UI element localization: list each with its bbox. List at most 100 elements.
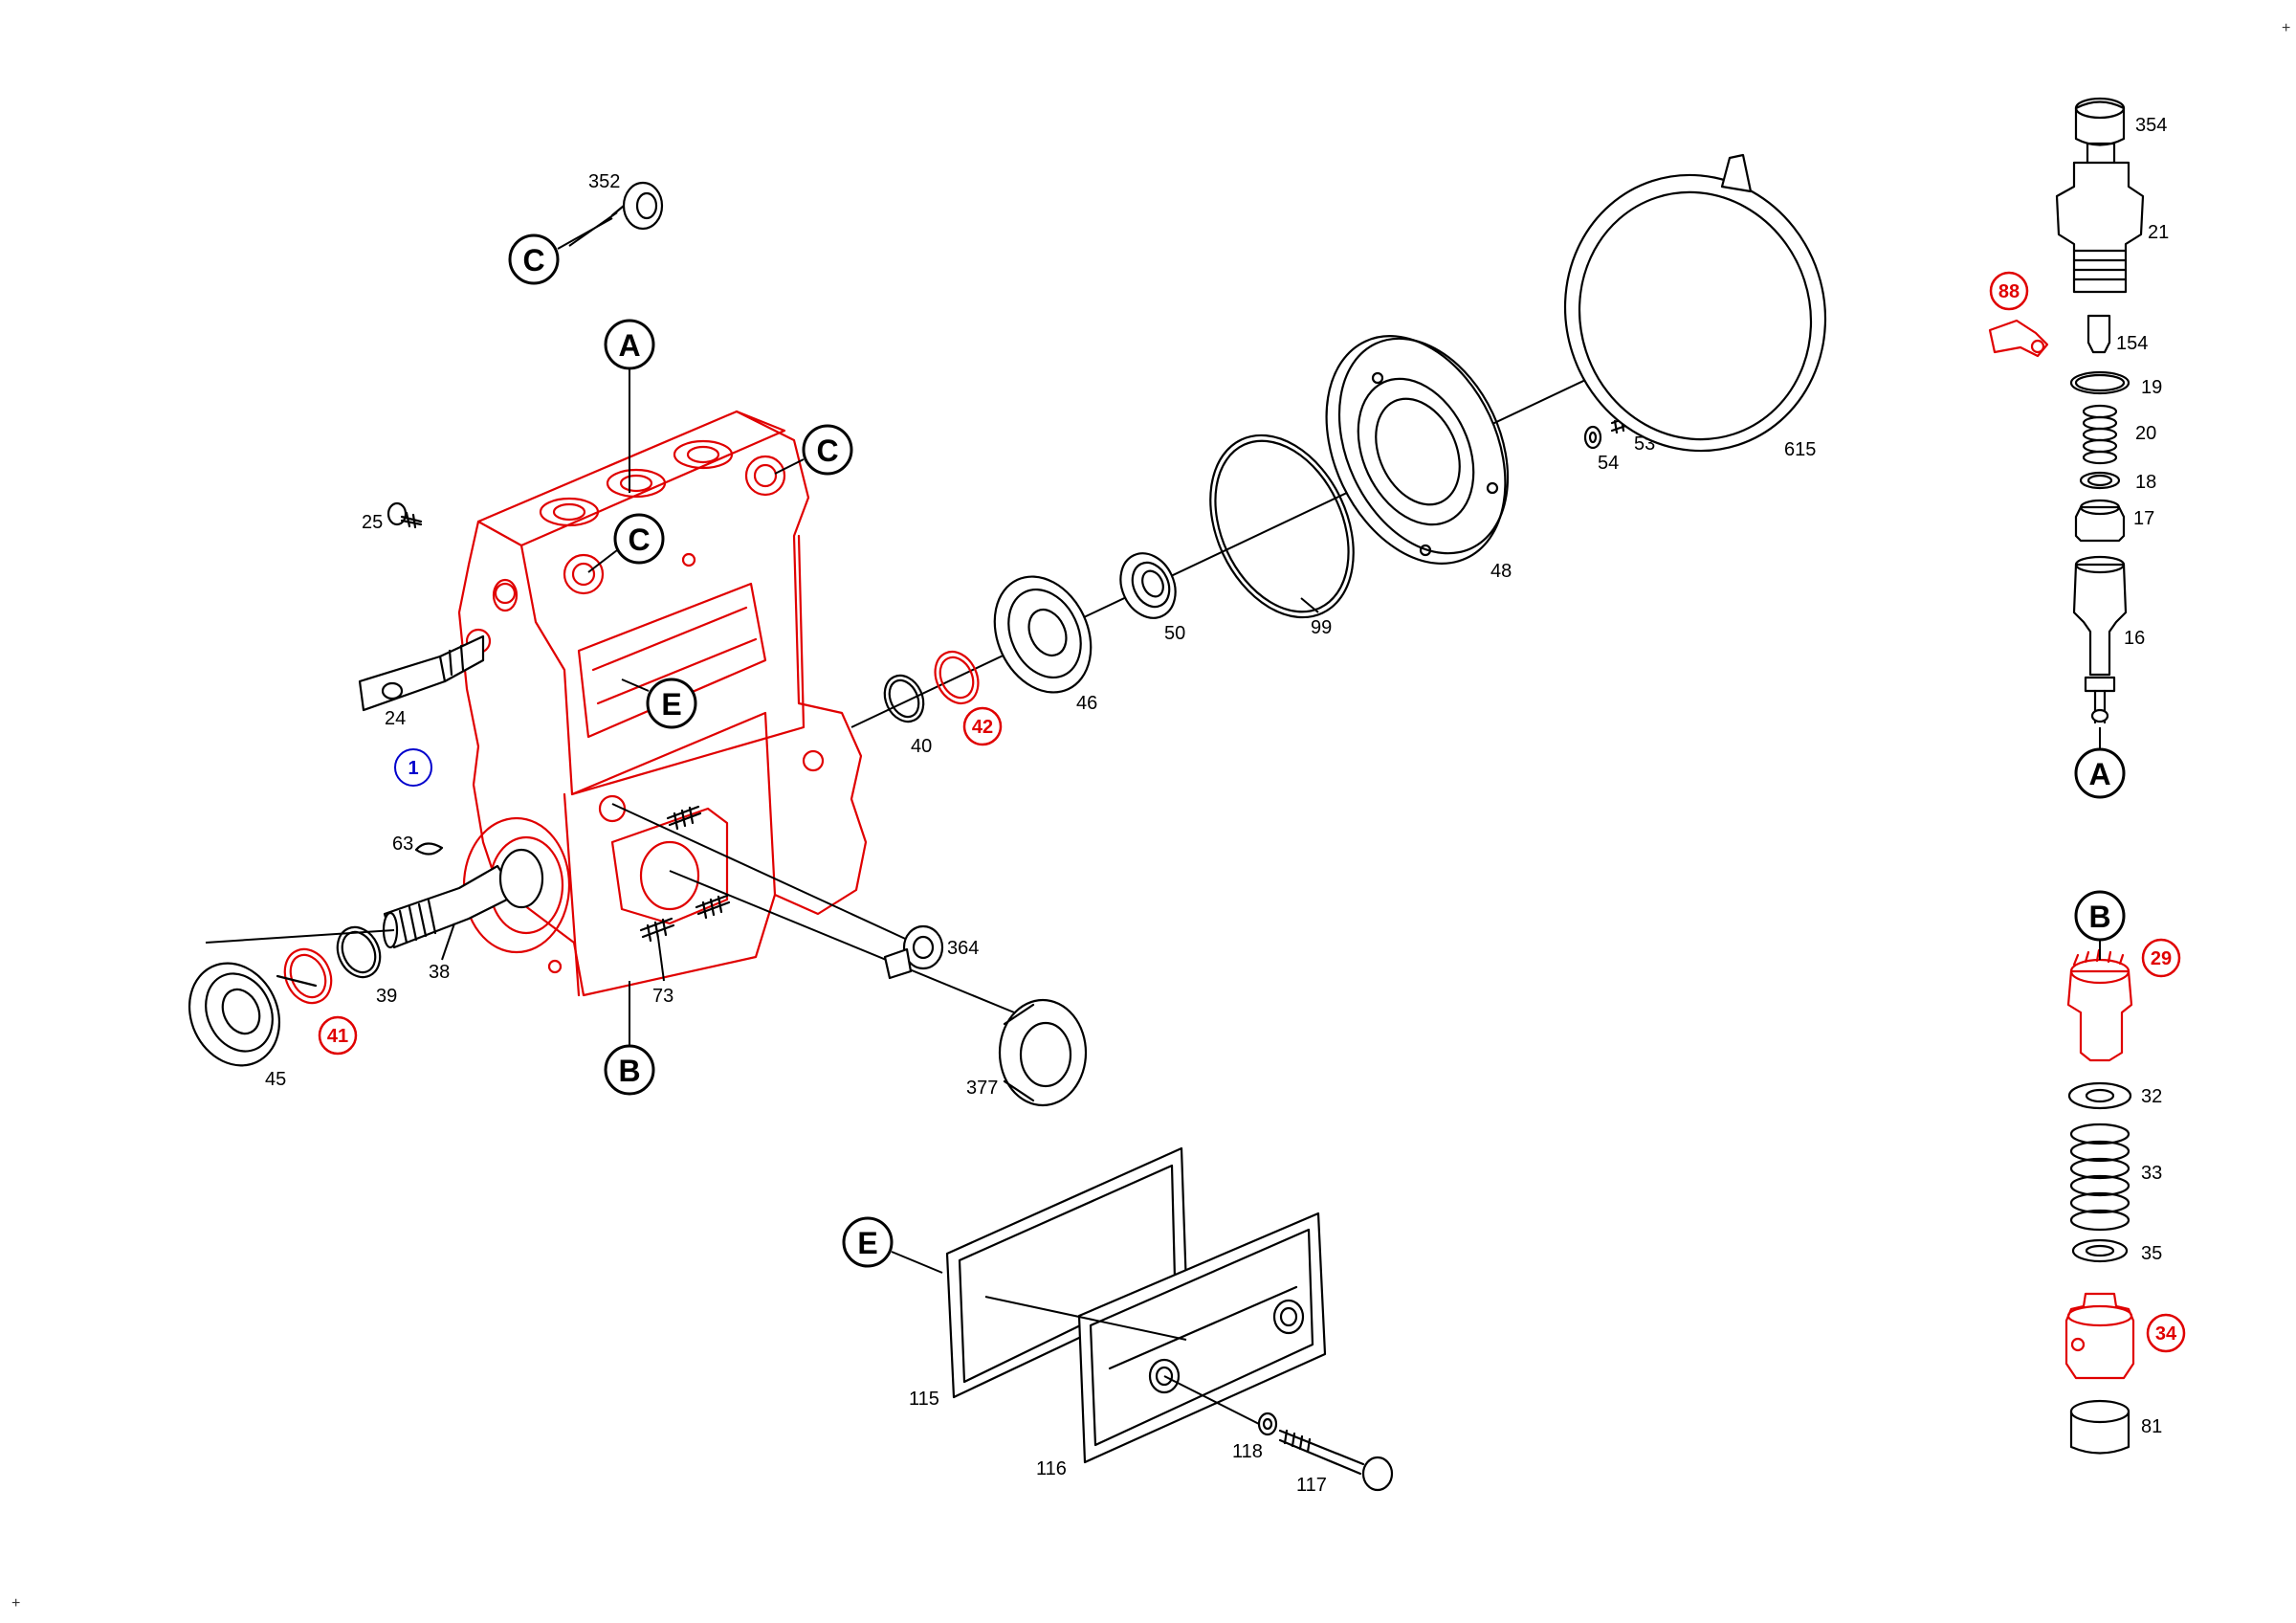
ref-e-main[interactable]: E [646, 678, 697, 729]
ref-b-main-label: B [618, 1054, 640, 1088]
part-54-washer[interactable] [1583, 425, 1602, 450]
ref-e-main-label: E [661, 687, 681, 722]
part-354-cap[interactable] [2074, 97, 2126, 146]
part-118-washer[interactable] [1257, 1412, 1278, 1436]
ref-b-right[interactable]: B [2074, 890, 2126, 942]
ref-c-mid[interactable]: C [613, 513, 665, 565]
label-29: 29 [2151, 948, 2172, 969]
part-24-lever[interactable] [358, 634, 485, 712]
callout-88[interactable]: 88 [1989, 271, 2029, 311]
part-39-circlip[interactable] [330, 921, 388, 985]
part-38-shaft[interactable] [382, 848, 544, 949]
part-48-flange[interactable] [1292, 307, 1540, 592]
label-41: 41 [327, 1026, 348, 1047]
label-154: 154 [2116, 333, 2148, 354]
part-377-cap[interactable] [998, 998, 1088, 1107]
callout-29[interactable]: 29 [2141, 938, 2181, 978]
label-99: 99 [1311, 617, 1332, 638]
part-117-screw[interactable] [1278, 1429, 1394, 1492]
part-88-clip[interactable] [1988, 319, 2049, 358]
label-48: 48 [1490, 561, 1512, 582]
part-21-holder[interactable] [2055, 142, 2145, 294]
ref-c-right[interactable]: C [802, 424, 853, 476]
label-118: 118 [1232, 1441, 1263, 1462]
part-45-bearing[interactable] [173, 948, 318, 1080]
part-99-oring[interactable] [1182, 412, 1381, 641]
label-34: 34 [2155, 1323, 2177, 1345]
label-45: 45 [265, 1069, 286, 1090]
part-34-element[interactable] [2064, 1292, 2135, 1380]
part-17-valve-seat[interactable] [2074, 499, 2126, 543]
corner-mark-bottom-left: + [11, 1595, 20, 1612]
part-32-spring-seat[interactable] [2067, 1081, 2132, 1110]
label-21: 21 [2148, 222, 2169, 243]
corner-mark-top-right: + [2282, 20, 2290, 36]
label-1: 1 [408, 758, 418, 779]
ref-b-right-label: B [2088, 900, 2110, 934]
part-16-plunger[interactable] [2072, 555, 2128, 724]
part-20-spring[interactable] [2082, 404, 2118, 465]
ref-a-right-label: A [2088, 757, 2110, 791]
label-38: 38 [429, 962, 450, 983]
part-29-control-sleeve[interactable] [2066, 948, 2133, 1062]
part-73-studs[interactable] [639, 805, 731, 943]
label-46: 46 [1076, 693, 1097, 714]
label-24: 24 [385, 708, 406, 729]
part-364-washer[interactable] [883, 924, 944, 980]
label-17: 17 [2133, 508, 2154, 529]
ref-e-detail-label: E [857, 1226, 877, 1260]
ref-a-right[interactable]: A [2074, 747, 2126, 799]
callout-34[interactable]: 34 [2146, 1313, 2186, 1353]
part-33-spring[interactable] [2069, 1123, 2130, 1232]
part-40-circlip[interactable] [877, 669, 931, 727]
label-20: 20 [2135, 423, 2156, 444]
ref-b-main[interactable]: B [604, 1044, 655, 1096]
label-32: 32 [2141, 1086, 2162, 1107]
ref-a-main-label: A [618, 328, 640, 363]
ref-c-right-label: C [816, 434, 838, 468]
label-33: 33 [2141, 1163, 2162, 1184]
label-54: 54 [1598, 453, 1619, 474]
callout-41[interactable]: 41 [318, 1015, 358, 1056]
label-117: 117 [1296, 1475, 1327, 1496]
label-116: 116 [1036, 1458, 1067, 1479]
label-42: 42 [972, 717, 993, 738]
ref-c-mid-label: C [628, 522, 650, 557]
part-615-cover[interactable] [1530, 141, 1861, 484]
label-364: 364 [947, 938, 979, 959]
label-615: 615 [1784, 439, 1816, 460]
part-42-ring[interactable] [927, 645, 986, 711]
label-377: 377 [966, 1078, 998, 1099]
label-40: 40 [911, 736, 932, 757]
label-352: 352 [588, 171, 620, 192]
part-116-cover[interactable] [1077, 1212, 1327, 1464]
label-115: 115 [909, 1389, 939, 1410]
part-50-seal[interactable] [1111, 545, 1186, 627]
ref-e-detail[interactable]: E [842, 1216, 894, 1268]
label-19: 19 [2141, 377, 2162, 398]
label-81: 81 [2141, 1416, 2162, 1437]
part-25-screw[interactable] [386, 501, 423, 529]
part-81-tappet[interactable] [2069, 1399, 2130, 1455]
label-18: 18 [2135, 472, 2156, 493]
part-63-key[interactable] [414, 842, 444, 856]
label-73: 73 [652, 986, 673, 1007]
ref-c-top-label: C [522, 243, 544, 278]
label-35: 35 [2141, 1243, 2162, 1264]
part-352-plug[interactable] [610, 181, 664, 231]
part-18-washer[interactable] [2079, 471, 2121, 490]
part-154-valve[interactable] [2086, 314, 2111, 354]
ref-c-top[interactable]: C [508, 233, 560, 285]
part-46-bearing[interactable] [977, 561, 1109, 708]
ref-a-main[interactable]: A [604, 319, 655, 370]
callout-1[interactable]: 1 [394, 748, 432, 787]
label-16: 16 [2124, 628, 2145, 649]
part-41-ring[interactable] [276, 942, 340, 1011]
label-39: 39 [376, 986, 397, 1007]
label-88: 88 [1998, 281, 2020, 302]
label-63: 63 [392, 834, 413, 855]
callout-42[interactable]: 42 [962, 706, 1003, 746]
part-35-spring-seat[interactable] [2071, 1238, 2129, 1263]
part-19-oring[interactable] [2069, 370, 2130, 395]
